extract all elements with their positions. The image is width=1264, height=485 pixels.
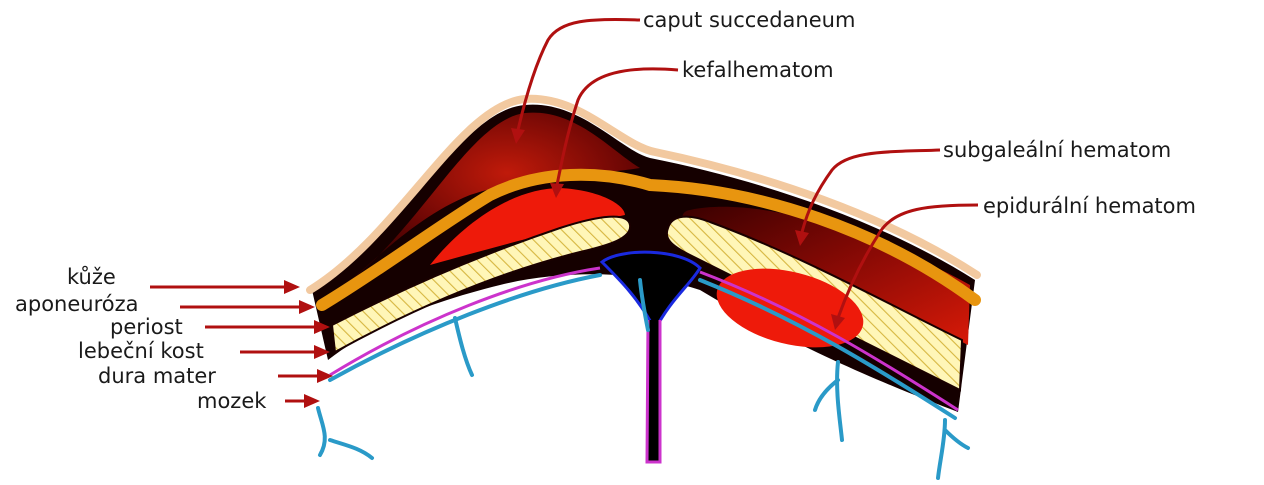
sagittal-sinus [602,252,700,330]
label-aponeuroza: aponeuróza [15,292,139,316]
label-kuze: kůže [67,265,116,289]
label-epiduralni-hematom: epidurální hematom [983,194,1196,218]
label-periost: periost [110,315,183,339]
label-subgalealni-hematom: subgaleální hematom [943,138,1171,162]
falx [647,320,660,462]
label-mozek: mozek [197,389,267,413]
label-lebecni-kost: lebeční kost [78,339,204,363]
label-kefalhematom: kefalhematom [682,58,834,82]
label-caput-succedaneum: caput succedaneum [643,8,855,32]
label-dura-mater: dura mater [98,364,216,388]
